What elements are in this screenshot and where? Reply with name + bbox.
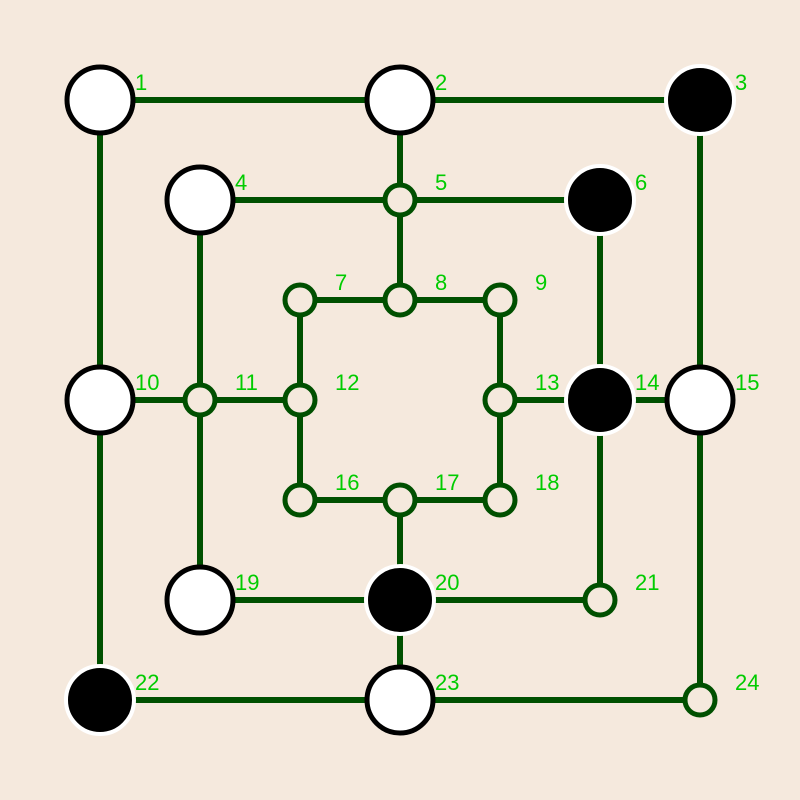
point-label: 11 [235,370,258,395]
empty-point[interactable] [282,282,318,318]
point-17[interactable]: 17 [382,470,459,518]
empty-point[interactable] [282,482,318,518]
point-8[interactable]: 8 [382,270,447,318]
white-piece[interactable] [164,164,236,236]
point-4[interactable]: 4 [164,164,247,236]
empty-point[interactable] [582,582,618,618]
black-piece[interactable] [364,564,436,636]
point-label: 9 [535,270,547,295]
point-label: 22 [135,670,159,695]
empty-point[interactable] [482,282,518,318]
point-label: 24 [735,670,759,695]
point-9[interactable]: 9 [482,270,547,318]
empty-point[interactable] [182,382,218,418]
black-piece[interactable] [64,664,136,736]
point-label: 20 [435,570,459,595]
white-piece[interactable] [364,64,436,136]
white-piece[interactable] [64,64,136,136]
black-piece[interactable] [664,64,736,136]
black-piece[interactable] [564,164,636,236]
white-piece[interactable] [164,564,236,636]
point-22[interactable]: 22 [64,664,159,736]
point-10[interactable]: 10 [64,364,159,436]
empty-point[interactable] [482,382,518,418]
point-18[interactable]: 18 [482,470,559,518]
point-label: 5 [435,170,447,195]
empty-point[interactable] [682,682,718,718]
point-13[interactable]: 13 [482,370,559,418]
point-label: 7 [335,270,347,295]
white-piece[interactable] [664,364,736,436]
point-label: 19 [235,570,259,595]
point-15[interactable]: 15 [664,364,759,436]
point-24[interactable]: 24 [682,670,759,718]
empty-point[interactable] [382,282,418,318]
point-label: 10 [135,370,159,395]
point-2[interactable]: 2 [364,64,447,136]
point-label: 14 [635,370,659,395]
empty-point[interactable] [382,482,418,518]
point-label: 13 [535,370,559,395]
point-5[interactable]: 5 [382,170,447,218]
point-label: 3 [735,70,747,95]
point-label: 16 [335,470,359,495]
point-label: 2 [435,70,447,95]
point-6[interactable]: 6 [564,164,647,236]
point-14[interactable]: 14 [564,364,659,436]
empty-point[interactable] [482,482,518,518]
point-1[interactable]: 1 [64,64,147,136]
point-12[interactable]: 12 [282,370,359,418]
point-21[interactable]: 21 [582,570,659,618]
point-label: 4 [235,170,247,195]
point-label: 1 [135,70,147,95]
point-7[interactable]: 7 [282,270,347,318]
point-label: 15 [735,370,759,395]
point-label: 17 [435,470,459,495]
point-label: 23 [435,670,459,695]
empty-point[interactable] [382,182,418,218]
point-19[interactable]: 19 [164,564,259,636]
point-16[interactable]: 16 [282,470,359,518]
point-3[interactable]: 3 [664,64,747,136]
white-piece[interactable] [64,364,136,436]
point-label: 6 [635,170,647,195]
empty-point[interactable] [282,382,318,418]
point-label: 8 [435,270,447,295]
point-11[interactable]: 11 [182,370,258,418]
black-piece[interactable] [564,364,636,436]
point-label: 21 [635,570,659,595]
point-label: 18 [535,470,559,495]
point-20[interactable]: 20 [364,564,459,636]
point-23[interactable]: 23 [364,664,459,736]
white-piece[interactable] [364,664,436,736]
point-label: 12 [335,370,359,395]
